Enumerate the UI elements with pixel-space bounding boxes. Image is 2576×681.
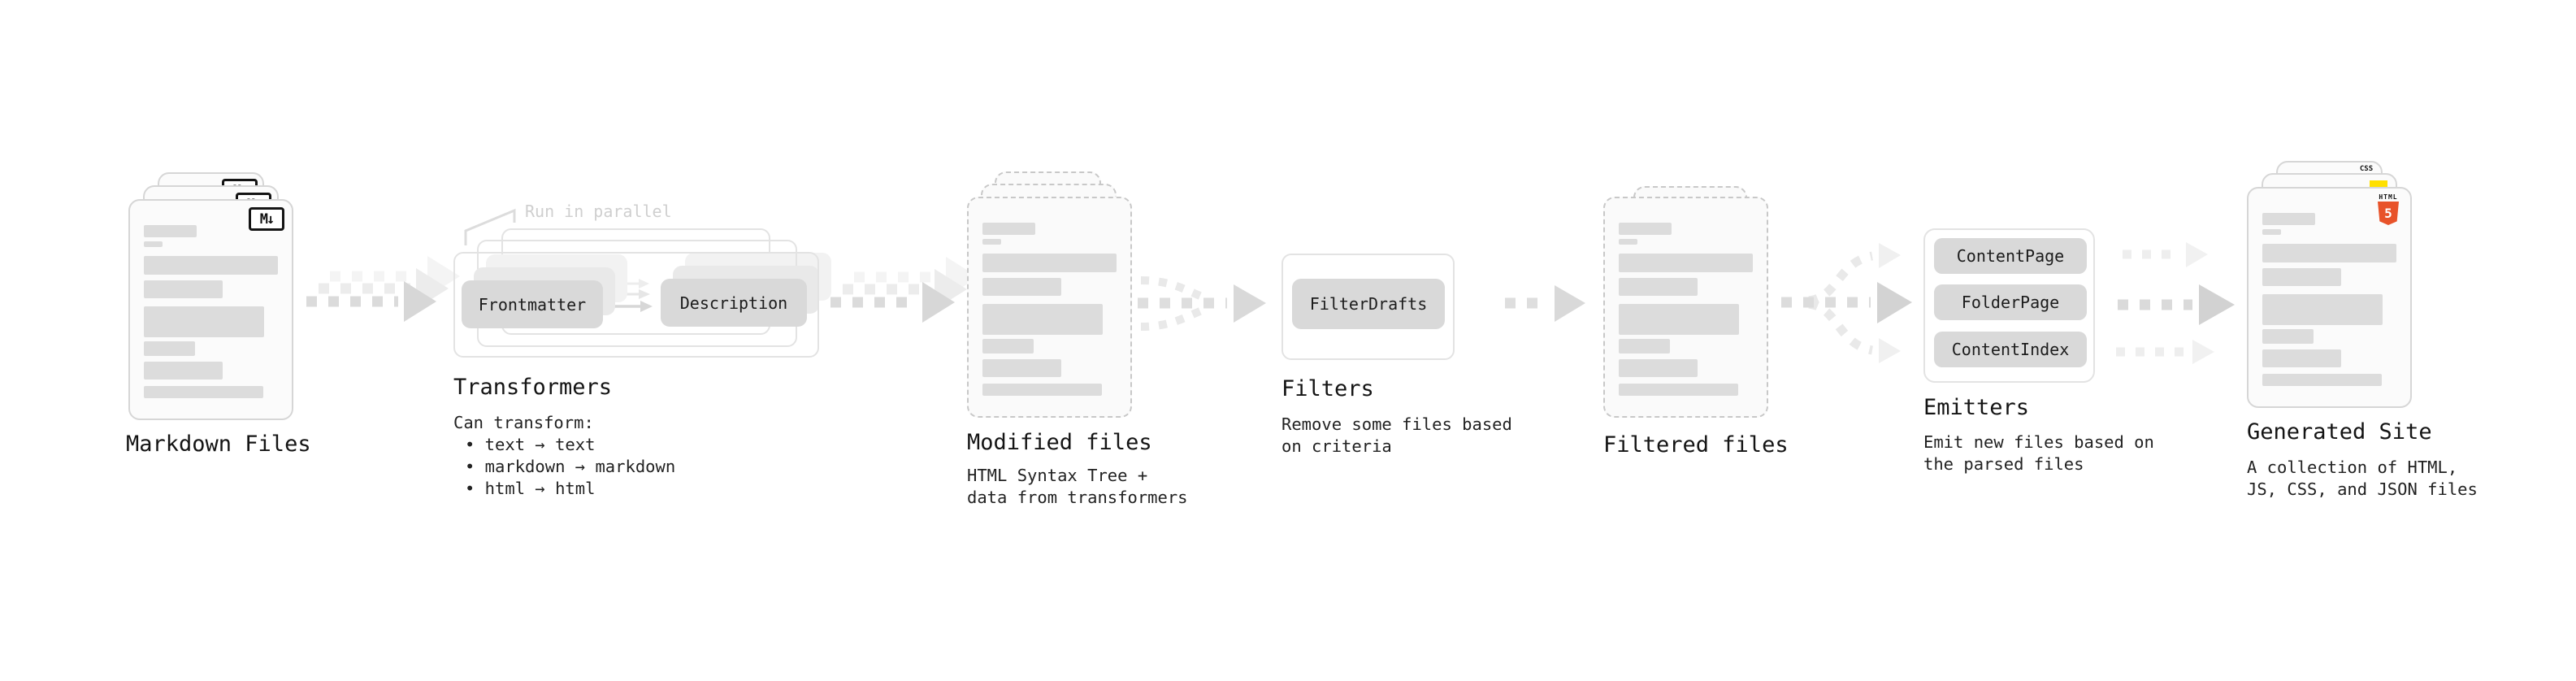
generated-site-description: JS, CSS, and JSON files [2247,479,2478,499]
filterdrafts-pill: FilterDrafts [1292,279,1445,329]
transformers-bullet: • html → html [465,479,596,498]
arrow-markdown-to-transformers [306,256,460,322]
emitters-description: Emit new files based on [1923,432,2154,452]
filters-label: Filters [1281,376,1374,401]
javascript-icon [2370,180,2387,189]
modified-file-card [967,197,1132,418]
generated-file-card: HTML 5 [2247,187,2412,408]
document-skeleton [2249,189,2410,406]
filtered-file-card [1603,197,1768,418]
frontmatter-pill: Frontmatter [462,280,603,328]
run-in-parallel-annotation: Run in parallel [525,202,672,221]
modified-files-description: data from transformers [967,488,1188,507]
emitters-label: Emitters [1923,395,2030,420]
emitters-description: the parsed files [1923,454,2084,474]
document-skeleton [969,198,1130,416]
document-skeleton [130,201,292,419]
document-skeleton [1605,198,1767,416]
arrow-emitters-to-generated [2116,242,2235,364]
transformers-bullet: • markdown → markdown [465,457,676,476]
transformers-label: Transformers [453,375,613,400]
transformers-bullet: • text → text [465,435,596,454]
generated-site-label: Generated Site [2247,419,2432,445]
arrow-transformers-to-modified [830,257,978,323]
arrow-filtered-to-emitters [1781,243,1912,363]
modified-files-label: Modified files [967,430,1152,455]
markdown-files-label: Markdown Files [126,432,311,457]
filters-description: on criteria [1281,436,1392,456]
transformers-subtitle: Can transform: [453,413,594,432]
markdown-icon: M↓ [249,207,284,231]
transformer-frame-front [453,252,819,358]
filtered-files-label: Filtered files [1603,432,1789,458]
html5-icon: HTML 5 [2377,193,2400,225]
generated-site-description: A collection of HTML, [2247,458,2458,477]
modified-files-description: HTML Syntax Tree + [967,466,1148,485]
filters-description: Remove some files based [1281,414,1512,434]
arrow-modified-to-filters [1138,276,1266,331]
contentindex-pill: ContentIndex [1934,332,2087,367]
contentpage-pill: ContentPage [1934,238,2087,274]
markdown-file-card: M↓ [128,199,293,420]
arrow-filters-to-filtered [1505,285,1585,322]
folderpage-pill: FolderPage [1934,284,2087,320]
description-pill: Description [661,279,807,327]
